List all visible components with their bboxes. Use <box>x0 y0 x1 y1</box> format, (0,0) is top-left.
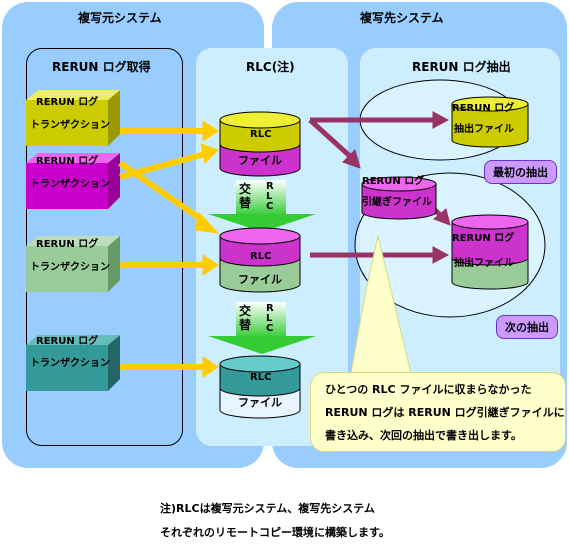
rlc-file-2-bottom: ファイル <box>238 273 282 286</box>
transaction-box-2 <box>26 153 120 209</box>
transaction-2-label-2: トランザクション <box>30 179 110 190</box>
extract-cylinder-2 <box>451 214 529 290</box>
swap-arrow-2 <box>208 302 316 354</box>
rlc-cylinder-1 <box>219 111 301 177</box>
transaction-3-label-2: トランザクション <box>30 262 110 273</box>
swap-arrow-1 <box>208 180 316 232</box>
extract-cylinder-1 <box>451 96 529 148</box>
rlc-panel-title: RLC(注) <box>246 60 295 74</box>
transaction-box-3 <box>26 236 120 292</box>
transaction-2-label-1: RERUN ログ <box>36 156 99 167</box>
first-extract-tag: 最初の抽出 <box>484 160 557 184</box>
callout-line-2: RERUN ログは RERUN ログ引継ぎファイルに <box>325 406 565 419</box>
rlc-file-1-bottom: ファイル <box>238 154 282 167</box>
transaction-1-label-2: トランザクション <box>30 120 110 131</box>
callout-line-3: 書き込み、次回の抽出で書き出します。 <box>325 429 522 442</box>
next-extract-tag: 次の抽出 <box>496 315 558 339</box>
extract-file-1-label-1: RERUN ログ <box>452 103 515 114</box>
footnote-line-1: 注)RLCは複写元システム、複写先システム <box>160 502 375 515</box>
swap-1-rlc: RLC <box>266 181 274 212</box>
transaction-box-4 <box>26 335 120 391</box>
rlc-file-3-bottom: ファイル <box>238 396 282 409</box>
transaction-4-label-2: トランザクション <box>30 358 110 369</box>
callout-box: ひとつの RLC ファイルに収まらなかった RERUN ログは RERUN ログ… <box>310 372 566 452</box>
transaction-1-label-1: RERUN ログ <box>36 97 99 108</box>
source-system-title: 複写元システム <box>78 11 162 25</box>
extract-panel-title: RERUN ログ抽出 <box>412 60 511 74</box>
transaction-box-1 <box>26 90 120 146</box>
rlc-cylinder-2 <box>219 227 301 293</box>
rlc-file-3-top: RLC <box>250 372 272 383</box>
transaction-4-label-1: RERUN ログ <box>36 336 99 347</box>
rlc-file-1-top: RLC <box>250 129 272 140</box>
extract-file-2-label-2: 抽出ファイル <box>454 258 514 269</box>
target-system-title: 複写先システム <box>360 11 444 25</box>
swap-1-label: 交替 <box>239 182 252 210</box>
yellow-arrows <box>118 120 220 378</box>
carryover-label-2: 引継ぎファイル <box>362 197 432 208</box>
footnote-line-2: それぞれのリモートコピー環境に構築します。 <box>160 526 390 539</box>
extract-file-1-label-2: 抽出ファイル <box>454 124 514 135</box>
rlc-cylinder-3 <box>219 355 301 419</box>
carryover-cylinder <box>361 176 437 220</box>
carryover-label-1: RERUN ログ <box>362 176 425 187</box>
swap-2-rlc: RLC <box>266 303 274 334</box>
extract-file-2-label-1: RERUN ログ <box>452 233 515 244</box>
callout-line-1: ひとつの RLC ファイルに収まらなかった <box>325 383 532 396</box>
rlc-file-2-top: RLC <box>250 251 272 262</box>
transaction-3-label-1: RERUN ログ <box>36 239 99 250</box>
acquire-panel-title: RERUN ログ取得 <box>52 60 151 74</box>
swap-2-label: 交替 <box>239 304 252 332</box>
